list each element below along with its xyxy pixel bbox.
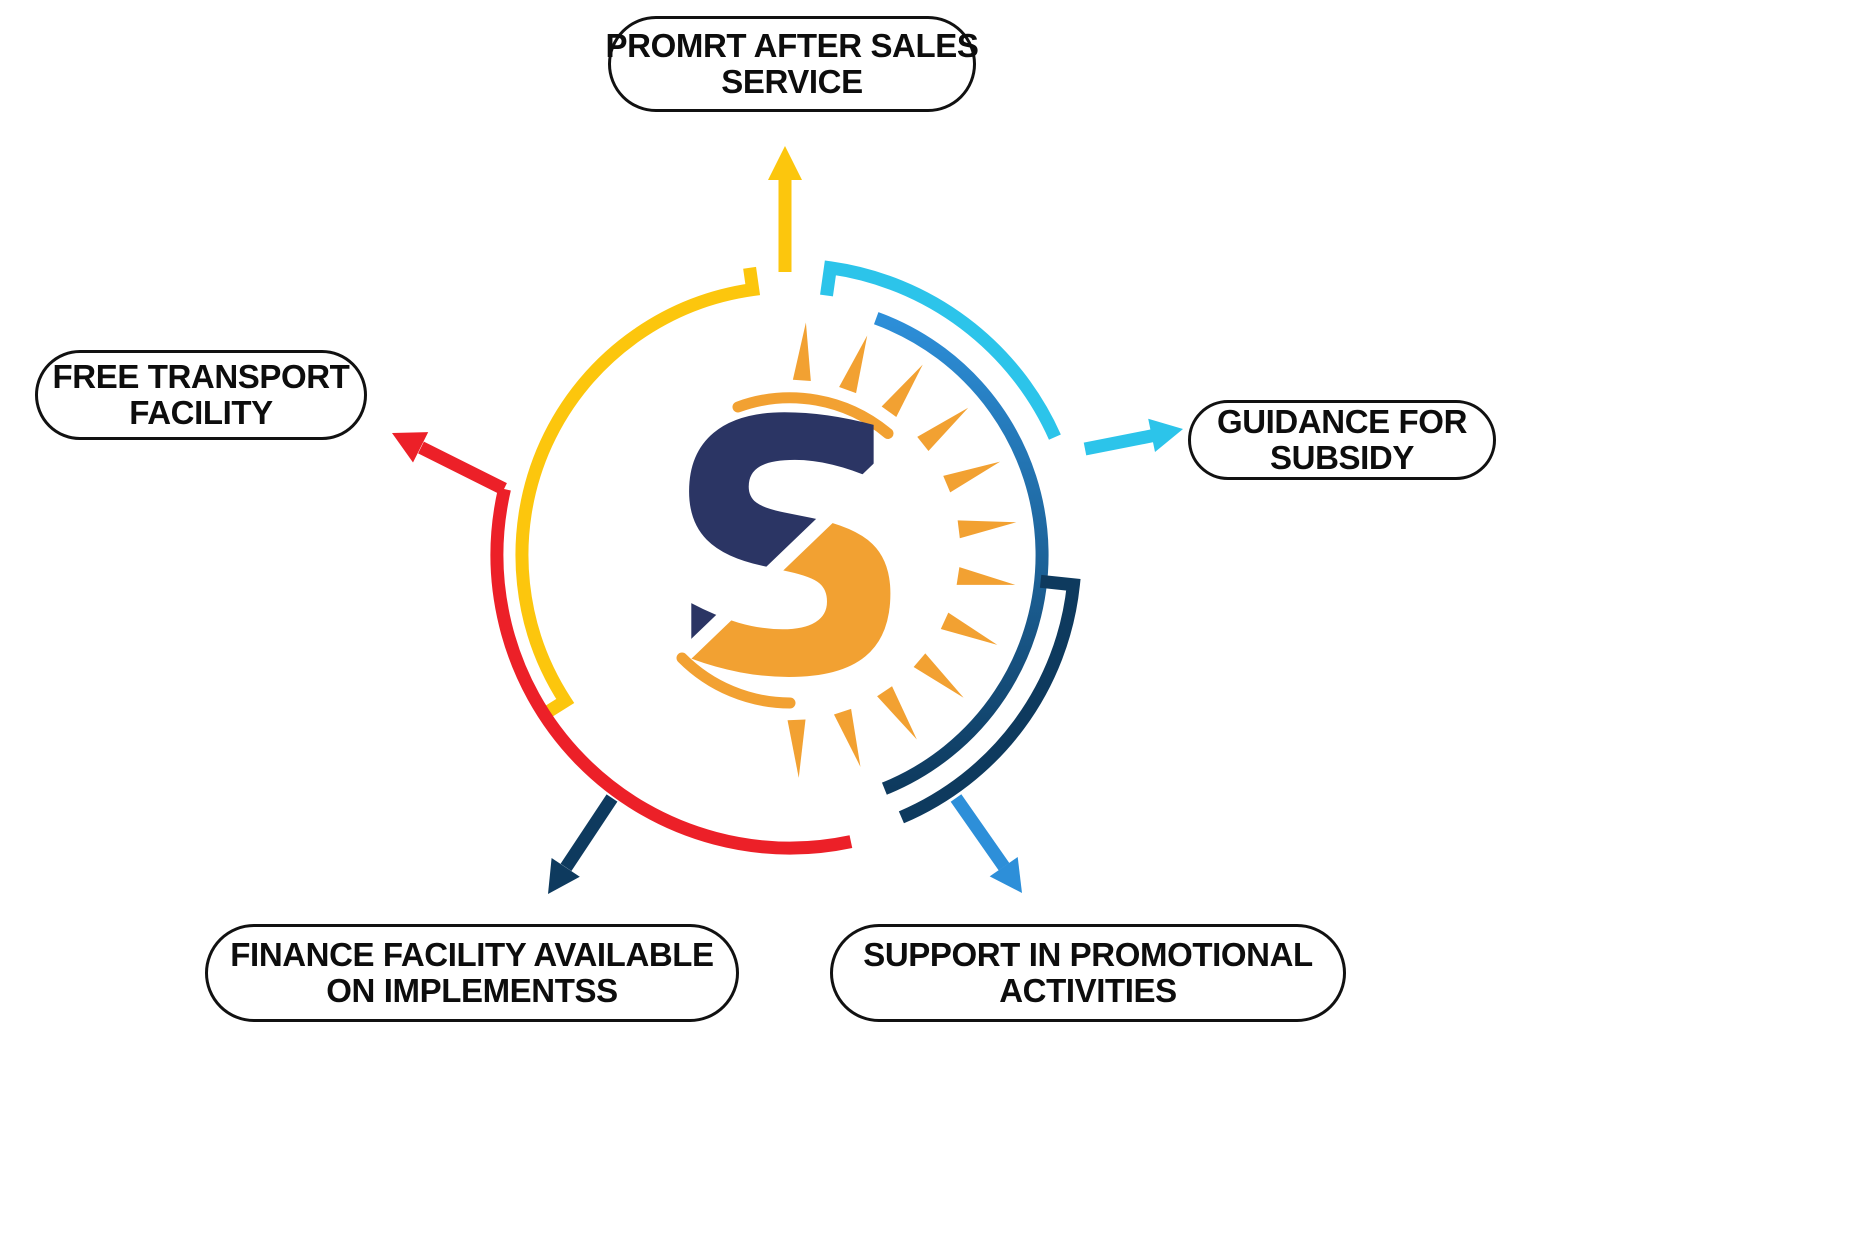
arc-blue-navy-inner [873, 312, 1049, 795]
arc-navy-outer [898, 574, 1081, 824]
arc-red [490, 487, 853, 855]
sun-ray [792, 322, 811, 382]
arc-cyan [820, 260, 1061, 440]
arrow-finance-head [548, 858, 580, 894]
node-label-line: SERVICE [721, 63, 863, 100]
arc-yellow [515, 266, 761, 718]
arrow-finance-shaft [560, 794, 618, 871]
node-label-line: SUBSIDY [1270, 439, 1414, 476]
node-free-transport-facility: FREE TRANSPORT FACILITY [35, 350, 367, 440]
arrow-guidance-head [1148, 418, 1183, 452]
sun-ray [787, 719, 806, 778]
sun-ray [940, 612, 998, 645]
node-label-line: PROMRT AFTER SALES [605, 27, 979, 65]
arrow-promotional-head [989, 857, 1022, 893]
node-label-line: ON IMPLEMENTSS [326, 972, 618, 1009]
node-label-line: FINANCE FACILITY AVAILABLE [230, 936, 714, 974]
sun-ray [957, 520, 1017, 539]
sun-ray [877, 686, 917, 740]
node-label-line: FACILITY [129, 394, 273, 431]
node-label-line: GUIDANCE FOR [1216, 403, 1468, 441]
center-logo: S S [664, 322, 1017, 778]
node-guidance-for-subsidy: GUIDANCE FOR SUBSIDY [1188, 400, 1496, 480]
arrow-transport-shaft [418, 441, 507, 495]
sun-ray [956, 567, 1016, 585]
node-promotional-activities: SUPPORT IN PROMOTIONAL ACTIVITIES [830, 924, 1346, 1022]
sun-ray [839, 335, 868, 394]
arrow-promotional-shaft [950, 794, 1010, 871]
node-label-line: ACTIVITIES [999, 972, 1177, 1009]
sun-rays [787, 322, 1017, 778]
arrow-transport [392, 432, 507, 495]
node-label-line: FREE TRANSPORT [52, 358, 350, 396]
logo-crescent-top [732, 392, 894, 439]
sun-ray [917, 407, 969, 451]
sun-ray [833, 708, 861, 767]
arrow-guidance-shaft [1083, 429, 1156, 456]
arrow-after-sales [768, 146, 802, 272]
sun-ray [881, 364, 923, 418]
node-label-line: SUPPORT IN PROMOTIONAL [863, 936, 1313, 974]
arrow-promotional [950, 794, 1022, 893]
node-after-sales-service: PROMRT AFTER SALES SERVICE [605, 16, 979, 112]
arrow-finance [548, 794, 618, 894]
logo-crescent-bottom [676, 652, 796, 709]
arrow-guidance-subsidy [1083, 418, 1183, 456]
sun-ray [913, 653, 964, 698]
arrow-transport-head [392, 432, 429, 463]
arrow-after-sales-head [768, 146, 802, 180]
sun-ray [943, 461, 1001, 493]
node-finance-facility: FINANCE FACILITY AVAILABLE ON IMPLEMENTS… [205, 924, 739, 1022]
